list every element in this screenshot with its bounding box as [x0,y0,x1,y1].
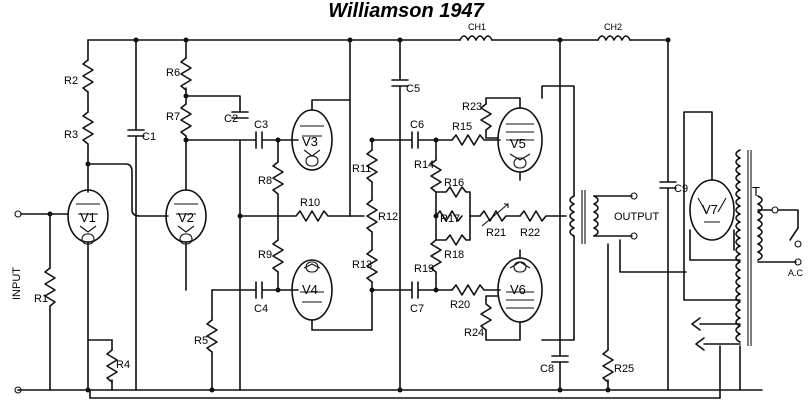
r18-label: R18 [444,249,464,261]
v7-label: V7 [702,202,718,217]
r4-label: R4 [116,359,130,371]
r12-label: R12 [378,211,398,223]
r8-label: R8 [258,175,272,187]
c3-label: C3 [254,119,268,131]
v4-label: V4 [302,282,318,297]
c2-label: C2 [224,113,238,125]
c6-label: C6 [410,119,424,131]
tube-v6: V6 [497,257,543,323]
tube-v2: V2 [165,189,207,245]
r10-label: R10 [300,197,320,209]
v2-label: V2 [178,210,194,225]
r25-label: R25 [614,363,634,375]
tube-v7: V7 [689,179,735,241]
rails [17,39,763,399]
c5-label: C5 [406,83,420,95]
choke-ch2: CH2 [597,22,631,41]
r1-label: R1 [34,293,48,305]
tube-v1: V1 [67,189,109,245]
c7-label: C7 [410,303,424,315]
c1-label: C1 [142,131,156,143]
output-label: OUTPUT [614,211,660,223]
ch1-label: CH1 [468,22,486,32]
ch2-label: CH2 [604,22,622,32]
r9-label: R9 [258,249,272,261]
r3-label: R3 [64,129,78,141]
r23-label: R23 [462,101,482,113]
input-label: INPUT [11,267,23,300]
c4-label: C4 [254,303,268,315]
r14-label: R14 [414,159,434,171]
c8-label: C8 [540,363,554,375]
r21-label: R21 [486,227,506,239]
r24-label: R24 [464,327,484,339]
v1-label: V1 [80,210,96,225]
output-transformer: OUTPUT [569,190,660,244]
ac-label: A.C [788,268,804,278]
power-transformer: T [735,149,763,346]
r17-label: R17 [440,213,460,225]
input-stage: INPUT R1 [11,210,69,394]
v3-label: V3 [302,134,318,149]
r5-label: R5 [194,335,208,347]
c9-label: C9 [674,183,688,195]
r19-label: R19 [414,263,434,275]
diagram-title: Williamson 1947 [328,0,484,22]
r11-label: R11 [352,163,371,175]
transformer-label: T [752,184,760,199]
r16-label: R16 [444,177,464,189]
v5-label: V5 [510,136,526,151]
r15-label: R15 [452,121,472,133]
choke-ch1: CH1 [459,22,493,41]
junction-dots [47,37,671,393]
tube-v5: V5 [497,107,543,173]
r20-label: R20 [450,299,470,311]
r7-label: R7 [166,111,180,123]
r22-label: R22 [520,227,540,239]
r2-label: R2 [64,75,78,87]
v6-label: V6 [510,282,526,297]
r6-label: R6 [166,67,180,79]
r13-label: R13 [352,259,372,271]
